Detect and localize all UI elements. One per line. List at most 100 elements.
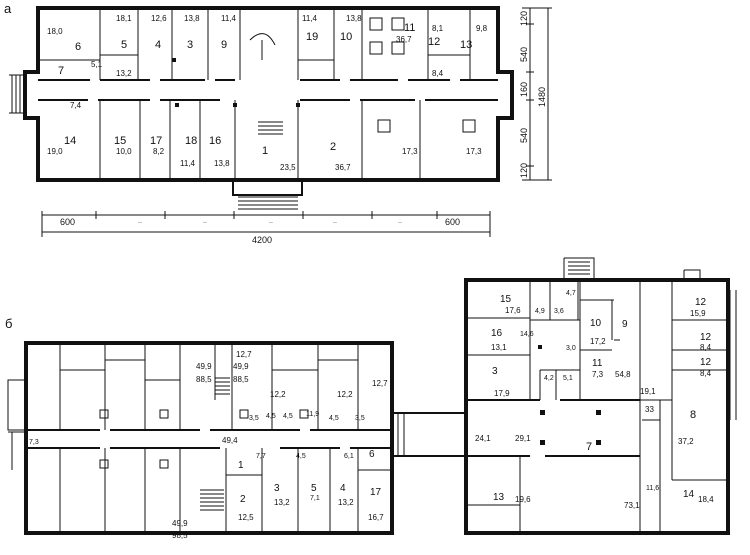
room-a-19-area: 11,4 — [302, 14, 318, 23]
dim-a-v5: 120 — [519, 163, 529, 178]
room-bl-17-area: 6,1 — [344, 453, 354, 460]
room-bl-1-num: 1 — [238, 460, 244, 471]
room-a-1-area: 23,5 — [280, 163, 296, 172]
room-bl-5-num: 5 — [311, 483, 317, 494]
dim-a-v2: 540 — [519, 47, 529, 62]
room-bl-7x-area: 7,7 — [256, 453, 266, 460]
room-a-10-num: 10 — [340, 31, 352, 43]
room-bl-4b-area: 13,2 — [338, 498, 354, 507]
room-br-12b-num: 12 — [700, 332, 712, 343]
dim-a-right: 600 — [445, 217, 460, 227]
room-a-6-area: 18,0 — [47, 27, 63, 36]
room-a-2-area: 36,7 — [335, 163, 351, 172]
room-a-9-area: 11,4 — [221, 14, 237, 23]
room-bl-3-num: 3 — [274, 483, 280, 494]
room-br-3-area: 17,9 — [494, 389, 510, 398]
room-br-14b-area: 18,4 — [698, 495, 714, 504]
room-bl-25-area: 49,9 — [172, 519, 188, 528]
dim-a-total: 4200 — [252, 235, 272, 245]
room-a-6-num: 6 — [75, 41, 81, 53]
room-bl-5-area: 88,5 — [233, 375, 249, 384]
room-br-12b-area: 8,4 — [700, 343, 712, 352]
room-br-12c-num: 12 — [700, 357, 712, 368]
room-a-7-area: 5,1 — [91, 60, 103, 69]
room-a-10-area: 13,8 — [346, 14, 362, 23]
plan-b-left: 49,9 88,5 12,7 49,9 88,5 12,2 12,2 12,7 … — [7, 341, 394, 540]
room-br-16b-area: 13,1 — [491, 343, 507, 352]
room-bl-2-area: 88,5 — [196, 375, 212, 384]
dim-a-tick-2: .. — [203, 218, 207, 225]
room-a-12b-area: 8,4 — [432, 69, 444, 78]
room-bl-1-area: 49,9 — [196, 362, 212, 371]
room-br-11-num: 11 — [592, 358, 603, 369]
room-br-9-area: 54,8 — [615, 370, 631, 379]
room-bl-4-num: 4 — [340, 483, 346, 494]
room-br-12c-area: 8,4 — [700, 369, 712, 378]
room-bl-27-area: 7,3 — [29, 439, 39, 446]
room-a-18-num: 18 — [185, 135, 197, 147]
room-br-7-num: 7 — [586, 441, 592, 453]
room-br-16-area: 4,9 — [535, 308, 545, 315]
room-br-13-num: 13 — [493, 492, 505, 503]
room-br-11-area: 7,3 — [592, 370, 604, 379]
room-a-13-area: 9,8 — [476, 24, 488, 33]
room-a-3-area: 13,8 — [184, 14, 200, 23]
room-bl-10-area: 4,5 — [283, 413, 293, 420]
dim-a-v3: 160 — [519, 82, 529, 97]
room-a-12-area: 8,1 — [432, 24, 444, 33]
room-br-16-num: 16 — [491, 328, 503, 339]
room-a-3-num: 3 — [187, 39, 193, 51]
room-bl-14-area: 3,5 — [249, 415, 259, 422]
room-bl-17-num: 17 — [370, 487, 382, 498]
dim-a-vtotal: 1480 — [537, 87, 547, 107]
plan-b-right: 15 17,6 4,9 3,6 4,7 12 15,9 16 13,1 14,6… — [464, 257, 737, 535]
room-a-14-area: 19,0 — [47, 147, 63, 156]
room-br-9-num: 9 — [622, 319, 628, 330]
dim-a-tick-1: .. — [138, 218, 142, 225]
room-br-10-area: 17,2 — [590, 337, 606, 346]
room-br-3-num: 3 — [492, 366, 498, 377]
room-bl-7-area: 12,2 — [337, 390, 353, 399]
room-br-30-area: 3,0 — [566, 345, 576, 352]
room-bl-5b-area: 7,1 — [310, 495, 320, 502]
room-br-18-area: 4,7 — [566, 290, 576, 297]
room-a-19-num: 19 — [306, 31, 318, 43]
room-br-15-num: 15 — [500, 294, 512, 305]
panel-label-a: а — [4, 1, 12, 16]
dim-a-tick-5: .. — [398, 218, 402, 225]
room-a-9-num: 9 — [221, 39, 227, 51]
room-br-116-area: 11,6 — [646, 485, 659, 492]
room-a-18-area: 11,4 — [180, 159, 196, 168]
room-bl-11-area: 11,9 — [306, 411, 319, 418]
room-br-33-area: 33 — [645, 405, 654, 414]
room-a-17a-area: 17,3 — [402, 147, 418, 156]
room-a-17-area: 8,2 — [153, 147, 165, 156]
room-bl-3-area: 12,7 — [236, 350, 252, 359]
room-bl-3b-area: 13,2 — [274, 498, 290, 507]
dim-a-tick-4: .. — [333, 218, 337, 225]
room-a-5-area: 18,1 — [116, 14, 132, 23]
connecting-corridor — [392, 412, 466, 457]
room-br-14-area: 14,6 — [520, 331, 534, 338]
room-a-11-area: 36,7 — [396, 35, 412, 44]
panel-label-b: б — [5, 316, 12, 331]
room-bl-6-num: 6 — [369, 449, 375, 460]
room-a-16-area: 13,8 — [214, 159, 230, 168]
room-br-15-area: 17,6 — [505, 306, 521, 315]
room-bl-17-area: 16,7 — [368, 513, 384, 522]
room-a-5-num: 5 — [121, 39, 127, 51]
room-a-12-num: 12 — [428, 36, 440, 48]
room-bl-2-num: 2 — [240, 494, 246, 505]
room-br-12a-num: 12 — [695, 297, 707, 308]
room-br-7-area: 73,1 — [624, 501, 640, 510]
room-br-51-area: 5,1 — [563, 375, 573, 382]
room-a-wc-area: 7,4 — [70, 101, 82, 110]
room-a-11-num: 11 — [404, 22, 415, 34]
room-bl-13-area: 3,5 — [355, 415, 365, 422]
room-a-17-num: 17 — [150, 135, 162, 147]
room-a-15-area: 10,0 — [116, 147, 132, 156]
room-br-13-area: 19,6 — [515, 495, 531, 504]
room-br-241-area: 24,1 — [475, 434, 491, 443]
room-br-42-area: 4,2 — [544, 375, 554, 382]
room-a-hall-area: 13,2 — [116, 69, 132, 78]
